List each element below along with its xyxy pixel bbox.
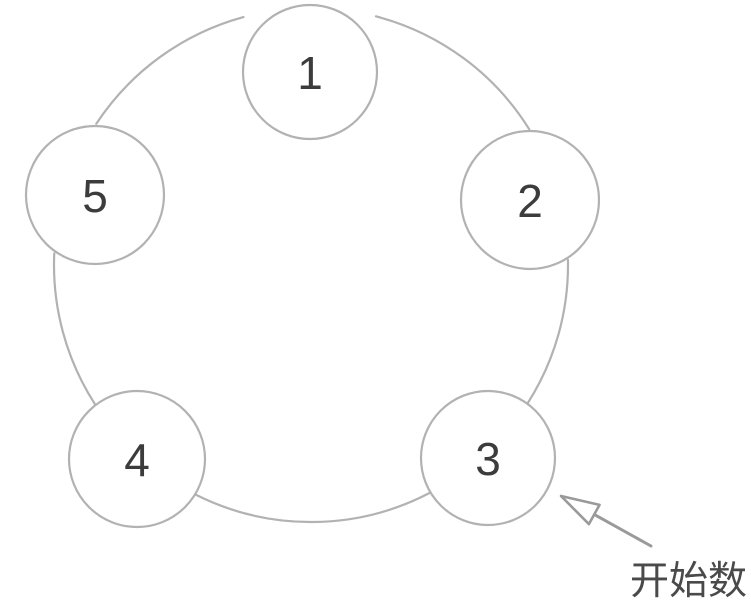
- node-4-circle[interactable]: [67, 389, 207, 529]
- node-1-circle[interactable]: [241, 3, 379, 141]
- node-2-label: 2: [517, 175, 543, 227]
- annotation-label: 开始数: [630, 559, 747, 603]
- arrow-head-icon: [559, 494, 601, 526]
- node-5[interactable]: 5: [24, 124, 166, 266]
- ring-arc-1-to-2: [374, 15, 531, 131]
- ring-arc-4-to-5: [52, 252, 97, 406]
- node-1[interactable]: 1: [241, 3, 379, 141]
- node-group: 1 2 3 4 5: [24, 3, 601, 529]
- node-3-circle[interactable]: [419, 389, 557, 527]
- node-2-circle[interactable]: [459, 129, 601, 271]
- node-1-label: 1: [297, 47, 323, 99]
- ring-arc-group: [52, 15, 570, 524]
- node-3[interactable]: 3: [419, 389, 557, 527]
- start-pointer-annotation: 开始数: [559, 494, 747, 603]
- ring-arc-3-to-4: [194, 491, 432, 524]
- node-4-label: 4: [124, 434, 150, 486]
- node-3-label: 3: [475, 433, 501, 485]
- node-5-label: 5: [82, 170, 108, 222]
- ring-arc-2-to-3: [526, 258, 570, 405]
- ring-arc-5-to-1: [95, 15, 245, 125]
- node-2[interactable]: 2: [459, 129, 601, 271]
- pointer-line: [594, 513, 653, 548]
- node-4[interactable]: 4: [67, 389, 207, 529]
- node-5-circle[interactable]: [24, 124, 166, 266]
